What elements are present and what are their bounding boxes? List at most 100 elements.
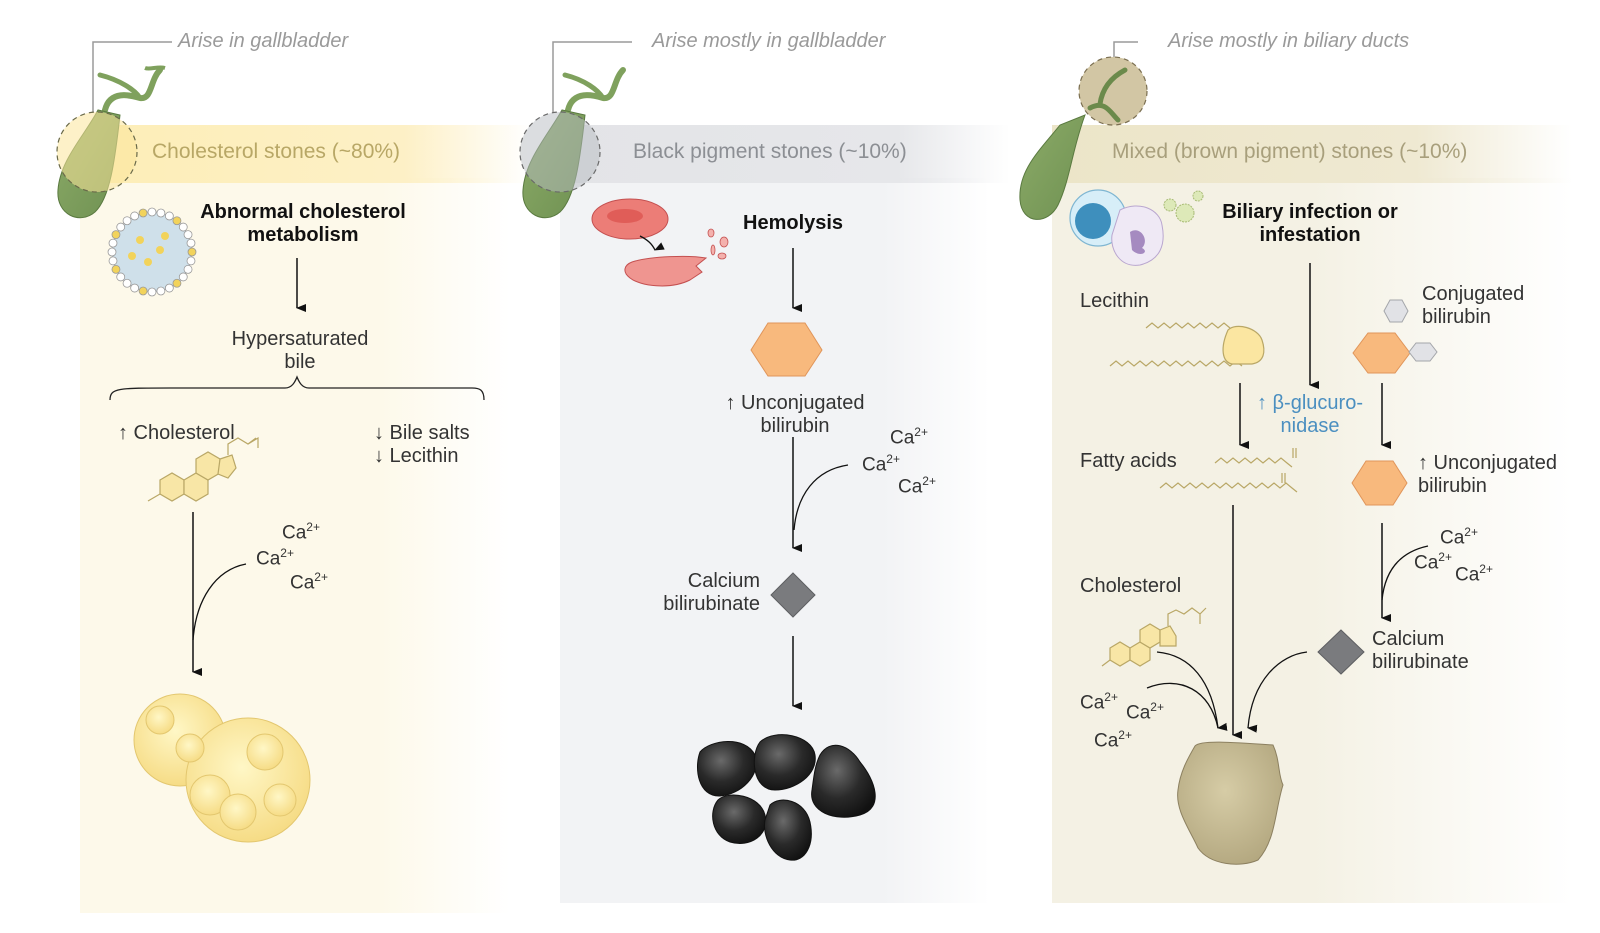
- calcium-ion: Ca2+: [890, 425, 928, 449]
- fatty-acids-molecule-icon: [1159, 448, 1298, 493]
- trigger-line-1: Abnormal cholesterol: [200, 201, 406, 223]
- hypersaturated-bile-label: Hypersaturated bile: [200, 328, 400, 374]
- origin-label-2: Arise mostly in gallbladder: [652, 30, 886, 52]
- cholesterol-stones-image: [133, 693, 311, 843]
- micelle-head: [147, 207, 157, 217]
- label-line: nidase: [1280, 415, 1340, 437]
- bilirubin-hexagon-icon-1: [750, 322, 823, 377]
- micelle-head: [178, 222, 188, 232]
- gallbladder-icon-3: [1019, 56, 1148, 220]
- micelle-head: [111, 264, 121, 274]
- arrow-3-cholesterol: [1156, 651, 1228, 731]
- micelle-head: [164, 211, 174, 221]
- trigger-infection: Biliary infection or infestation: [1210, 201, 1410, 247]
- calcium-ion: Ca2+: [1080, 690, 1118, 714]
- micelle-head: [116, 222, 126, 232]
- lecithin-molecule-icon: [1109, 322, 1265, 367]
- cholesterol-molecule-icon-2: [1101, 607, 1207, 667]
- decreased-factors-label: ↓ Bile salts ↓ Lecithin: [374, 422, 470, 468]
- mixed-title-band: [1052, 125, 1572, 183]
- calcium-ion: Ca2+: [290, 570, 328, 594]
- trigger-cholesterol: Abnormal cholesterol metabolism: [188, 201, 418, 247]
- origin-bracket-2: [552, 41, 632, 112]
- bile-salts-label: ↓ Bile salts: [374, 422, 470, 444]
- micelle-head: [156, 208, 166, 218]
- micelle-head: [122, 216, 132, 226]
- micelle-head: [156, 286, 166, 296]
- calcium-ion: Ca2+: [862, 452, 900, 476]
- calcium-ion: Ca2+: [256, 546, 294, 570]
- red-blood-cell-icon: [591, 198, 729, 287]
- label-line: Calcium: [687, 570, 760, 592]
- micelle-head: [172, 216, 182, 226]
- calcium-ion: Ca2+: [1414, 550, 1452, 574]
- label-line: infestation: [1259, 224, 1361, 246]
- lecithin-label: ↓ Lecithin: [374, 445, 459, 467]
- panel-title-mixed: Mixed (brown pigment) stones (~10%): [1112, 140, 1468, 163]
- gallbladder-icon-1: [56, 65, 166, 219]
- label-line: Biliary infection or: [1222, 201, 1398, 223]
- step-line-1: Hypersaturated: [231, 328, 369, 350]
- immune-cells-icon: [1069, 189, 1204, 266]
- calcium-bilirubinate-label-2: Calcium bilirubinate: [1372, 628, 1469, 674]
- micelle-head: [116, 272, 126, 282]
- micelle-head: [111, 230, 121, 240]
- micelle-head: [183, 230, 193, 240]
- fatty-acids-label: Fatty acids: [1080, 450, 1177, 472]
- micelle-head: [108, 256, 118, 266]
- panel-title-cholesterol: Cholesterol stones (~80%): [152, 140, 401, 163]
- micelle-head: [138, 208, 148, 218]
- micelle-head: [107, 247, 117, 257]
- brace: [109, 375, 485, 401]
- micelle-head: [122, 278, 132, 288]
- calcium-bilirubinate-diamond-icon-2: [1317, 629, 1365, 675]
- step-line-2: bile: [284, 351, 316, 373]
- cholesterol-molecule-icon-1: [147, 436, 259, 502]
- micelle-head: [130, 283, 140, 293]
- gallbladder-icon-2: [519, 67, 626, 219]
- conjugated-bilirubin-label: Conjugated bilirubin: [1422, 283, 1524, 329]
- trigger-line-2: metabolism: [247, 224, 359, 246]
- micelle-head: [186, 238, 196, 248]
- unconjugated-bilirubin-label-1: ↑ Unconjugated bilirubin: [705, 392, 885, 438]
- lecithin-label: Lecithin: [1080, 290, 1149, 312]
- origin-bracket-1: [92, 41, 172, 112]
- conjugated-bilirubin-icon: [1352, 299, 1438, 374]
- micelle-head: [138, 286, 148, 296]
- mixed-stone-image: [1177, 741, 1284, 865]
- calcium-merge-2: [793, 464, 849, 531]
- label-line: bilirubin: [760, 415, 830, 437]
- calcium-ion: Ca2+: [898, 474, 936, 498]
- micelle-head: [183, 264, 193, 274]
- micelle-head: [186, 256, 196, 266]
- calcium-ion: Ca2+: [1094, 728, 1132, 752]
- label-line: bilirubinate: [663, 593, 760, 615]
- micelle-head: [147, 287, 157, 297]
- cholesterol-title-band: [110, 125, 530, 183]
- micelle-head: [187, 247, 197, 257]
- panel-mixed-background: [1052, 178, 1572, 903]
- label-line: ↑ β-glucuro-: [1257, 392, 1363, 414]
- label-line: Calcium: [1372, 628, 1445, 650]
- micelle-icon: [107, 207, 197, 297]
- arrow-3-calcium: [1146, 682, 1219, 729]
- micelle-head: [108, 238, 118, 248]
- calcium-merge-1: [192, 563, 247, 641]
- unconjugated-bilirubin-label-2: ↑ Unconjugated bilirubin: [1418, 452, 1557, 498]
- micelle-head: [130, 211, 140, 221]
- origin-label-1: Arise in gallbladder: [178, 30, 349, 52]
- label-line: Conjugated: [1422, 283, 1525, 305]
- calcium-bilirubinate-diamond-icon-1: [770, 572, 816, 618]
- bilirubin-hexagon-icon-2: [1351, 460, 1408, 506]
- panel-title-black-pigment: Black pigment stones (~10%): [633, 140, 907, 163]
- calcium-ion: Ca2+: [1455, 562, 1493, 586]
- black-pigment-stones-image: [697, 734, 876, 861]
- calcium-ion: Ca2+: [1126, 700, 1164, 724]
- calcium-ion: Ca2+: [282, 520, 320, 544]
- calcium-ion: Ca2+: [1440, 525, 1478, 549]
- micelle-head: [172, 278, 182, 288]
- calcium-merge-3: [1381, 545, 1429, 601]
- calcium-bilirubinate-label-1: Calcium bilirubinate: [620, 570, 760, 616]
- trigger-hemolysis: Hemolysis: [743, 212, 844, 234]
